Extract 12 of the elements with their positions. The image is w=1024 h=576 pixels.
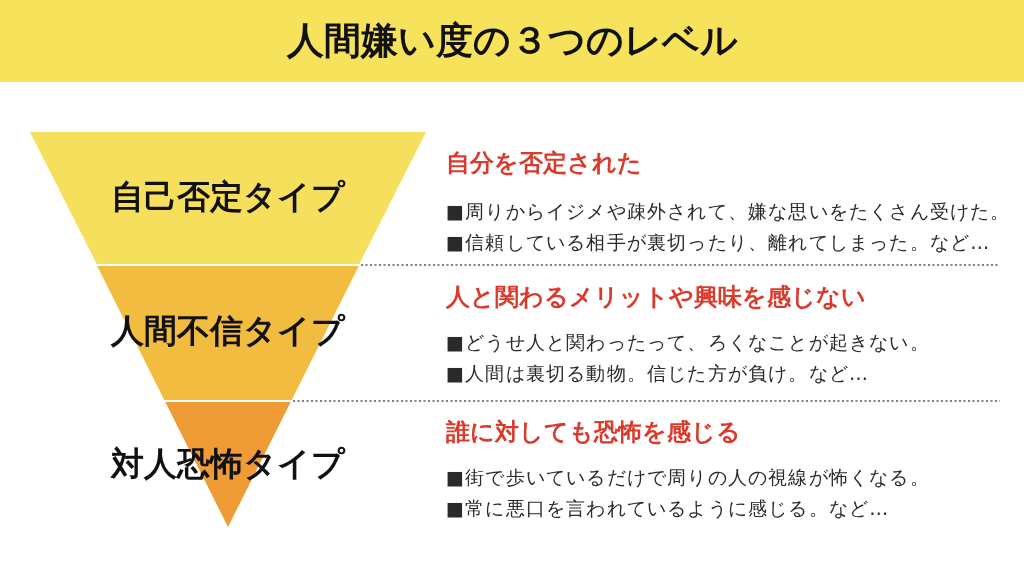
section-heading: 自分を否定された xyxy=(446,148,642,178)
section-heading: 人と関わるメリットや興味を感じない xyxy=(446,282,866,312)
funnel-segment xyxy=(30,132,426,264)
section-heading: 誰に対しても恐怖を感じる xyxy=(446,417,741,447)
bullet-text: ■どうせ人と関わったって、ろくなことが起きない。 xyxy=(446,330,930,354)
bullet-text: ■周りからイジメや疎外されて、嫌な思いをたくさん受けた。 xyxy=(446,199,1011,223)
bullet-text: ■人間は裏切る動物。信じた方が負け。など… xyxy=(446,361,870,385)
segment-label: 自己否定タイプ xyxy=(111,177,345,217)
bullet-text: ■常に悪口を言われているように感じる。など… xyxy=(446,496,890,520)
bullet-text: ■信頼している相手が裏切ったり、離れてしまった。など… xyxy=(446,230,991,254)
bullet-text: ■街で歩いているだけで周りの人の視線が怖くなる。 xyxy=(446,465,930,489)
title: 人間嫌い度の３つのレベル xyxy=(285,18,739,64)
